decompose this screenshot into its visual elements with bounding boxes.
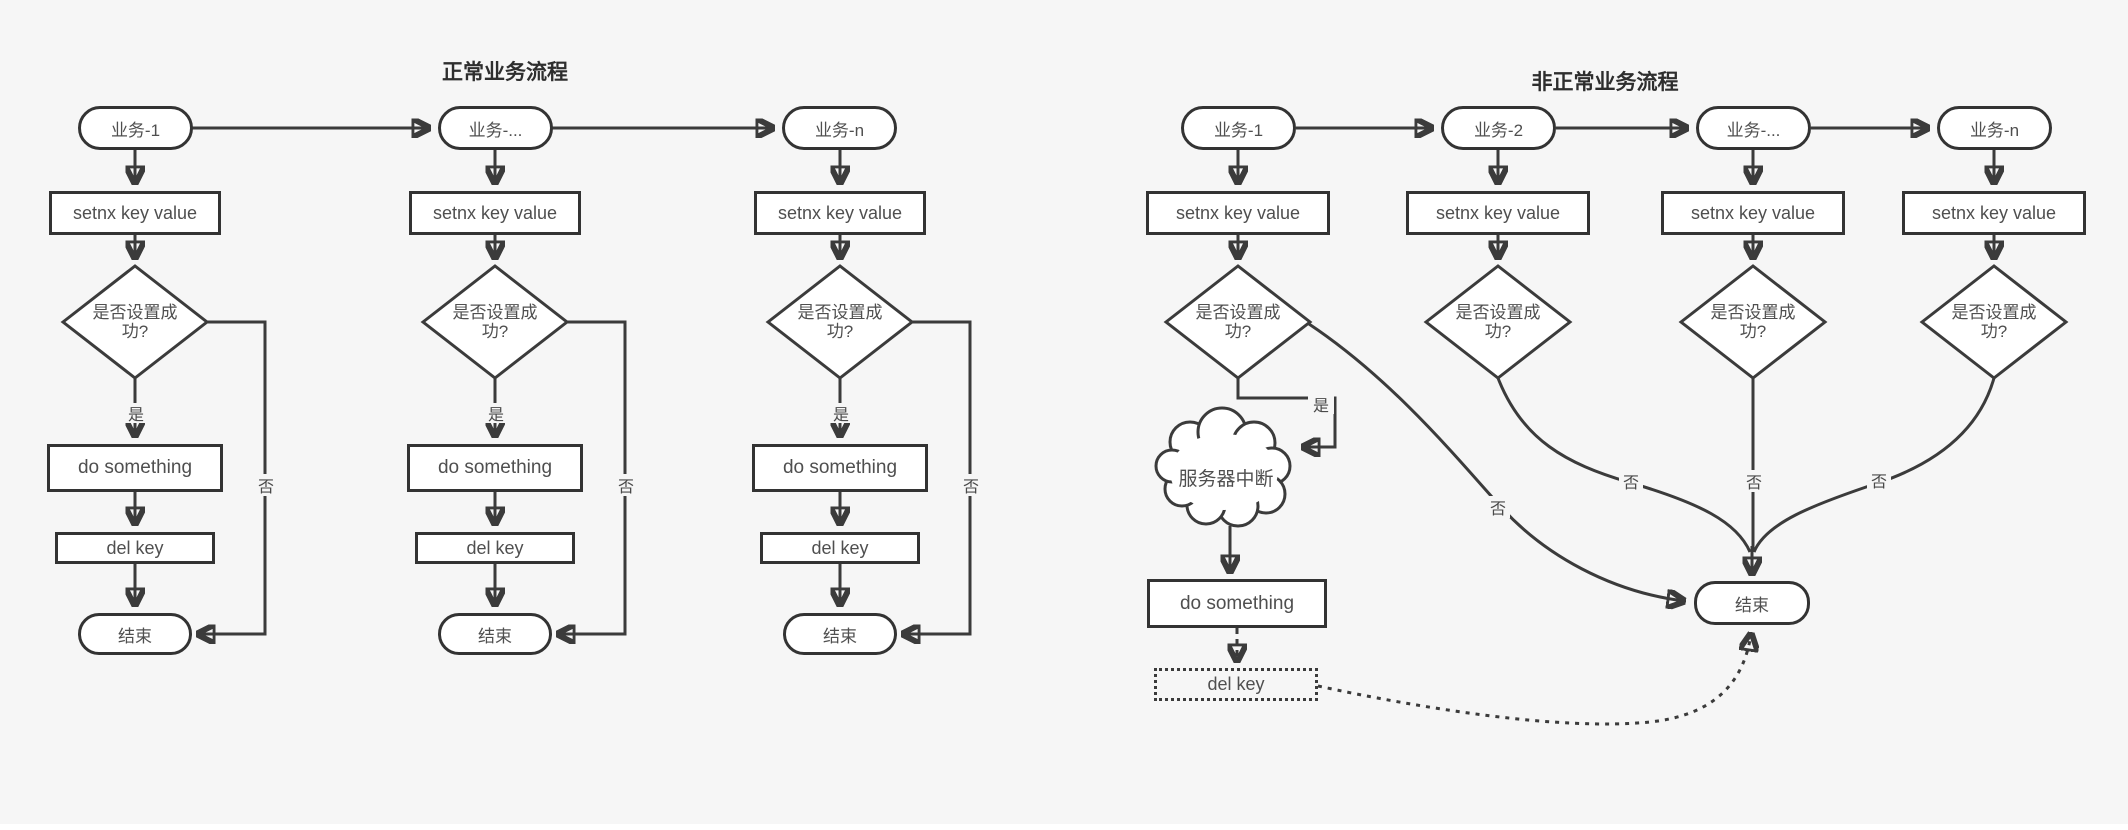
start-node: 业务-...	[1696, 106, 1811, 150]
no-edge-label: 否	[1486, 496, 1510, 518]
del-key-node: del key	[760, 532, 920, 564]
decision-diamond-ab4	[1919, 264, 2069, 380]
decision-diamond-n2	[420, 264, 570, 380]
decision-label: 是否设置成功?	[452, 303, 538, 341]
setnx-node: setnx key value	[1902, 191, 2086, 235]
yes-edge-label: 是	[828, 403, 854, 424]
decision-label: 是否设置成功?	[1455, 303, 1541, 341]
start-node: 业务-n	[1937, 106, 2052, 150]
decision-diamond-ab3	[1678, 264, 1828, 380]
abnormal-flow-title: 非正常业务流程	[1531, 71, 1679, 94]
no-edge-label: 否	[255, 474, 277, 496]
decision-label: 是否设置成功?	[1195, 303, 1281, 341]
setnx-node: setnx key value	[1661, 191, 1845, 235]
end-node: 结束	[783, 613, 897, 655]
setnx-node: setnx key value	[49, 191, 221, 235]
start-node: 业务-1	[78, 106, 193, 150]
decision-label: 是否设置成功?	[1710, 303, 1796, 341]
cloud-core	[1170, 434, 1278, 510]
setnx-node: setnx key value	[754, 191, 926, 235]
del-key-node: del key	[55, 532, 215, 564]
decision-diamond-ab2	[1423, 264, 1573, 380]
yes-edge-label: 是	[483, 403, 509, 424]
setnx-node: setnx key value	[409, 191, 581, 235]
end-node: 结束	[78, 613, 192, 655]
setnx-node: setnx key value	[1146, 191, 1330, 235]
edge-ab4-no-curve	[1752, 377, 1996, 553]
start-node: 业务-1	[1181, 106, 1296, 150]
yes-edge-label: 是	[1308, 394, 1334, 415]
edge-ab1-yes-cloud	[1236, 378, 1337, 447]
do-something-node: do something	[1147, 579, 1327, 628]
start-node: 业务-2	[1441, 106, 1556, 150]
start-node: 业务-n	[782, 106, 897, 150]
no-edge-label: 否	[615, 474, 637, 496]
bottom-strip	[0, 824, 2128, 830]
setnx-node: setnx key value	[1406, 191, 1590, 235]
normal-flow-title: 正常业务流程	[442, 61, 568, 84]
decision-diamond-ab1	[1163, 264, 1313, 380]
decision-label: 是否设置成功?	[1951, 303, 2037, 341]
decision-diamond-n3	[765, 264, 915, 380]
end-node: 结束	[438, 613, 552, 655]
do-something-node: do something	[752, 444, 928, 492]
decision-label: 是否设置成功?	[797, 303, 883, 341]
no-edge-label: 否	[960, 474, 982, 496]
server-interrupt-cloud-label: 服务器中断	[1178, 468, 1274, 490]
edge-ab2-no-curve	[1496, 377, 1752, 553]
end-node: 结束	[1694, 581, 1810, 625]
do-something-node: do something	[47, 444, 223, 492]
start-node: 业务-...	[438, 106, 553, 150]
no-edge-label: 否	[1867, 469, 1891, 491]
no-edge-label: 否	[1742, 470, 1766, 492]
del-key-dotted-node: del key	[1154, 668, 1318, 701]
decision-label: 是否设置成功?	[92, 303, 178, 341]
edge-ab-del-end-dotted	[1317, 634, 1751, 726]
no-edge-label: 否	[1619, 470, 1643, 492]
del-key-node: del key	[415, 532, 575, 564]
yes-edge-label: 是	[123, 403, 149, 424]
do-something-node: do something	[407, 444, 583, 492]
decision-diamond-n1	[60, 264, 210, 380]
